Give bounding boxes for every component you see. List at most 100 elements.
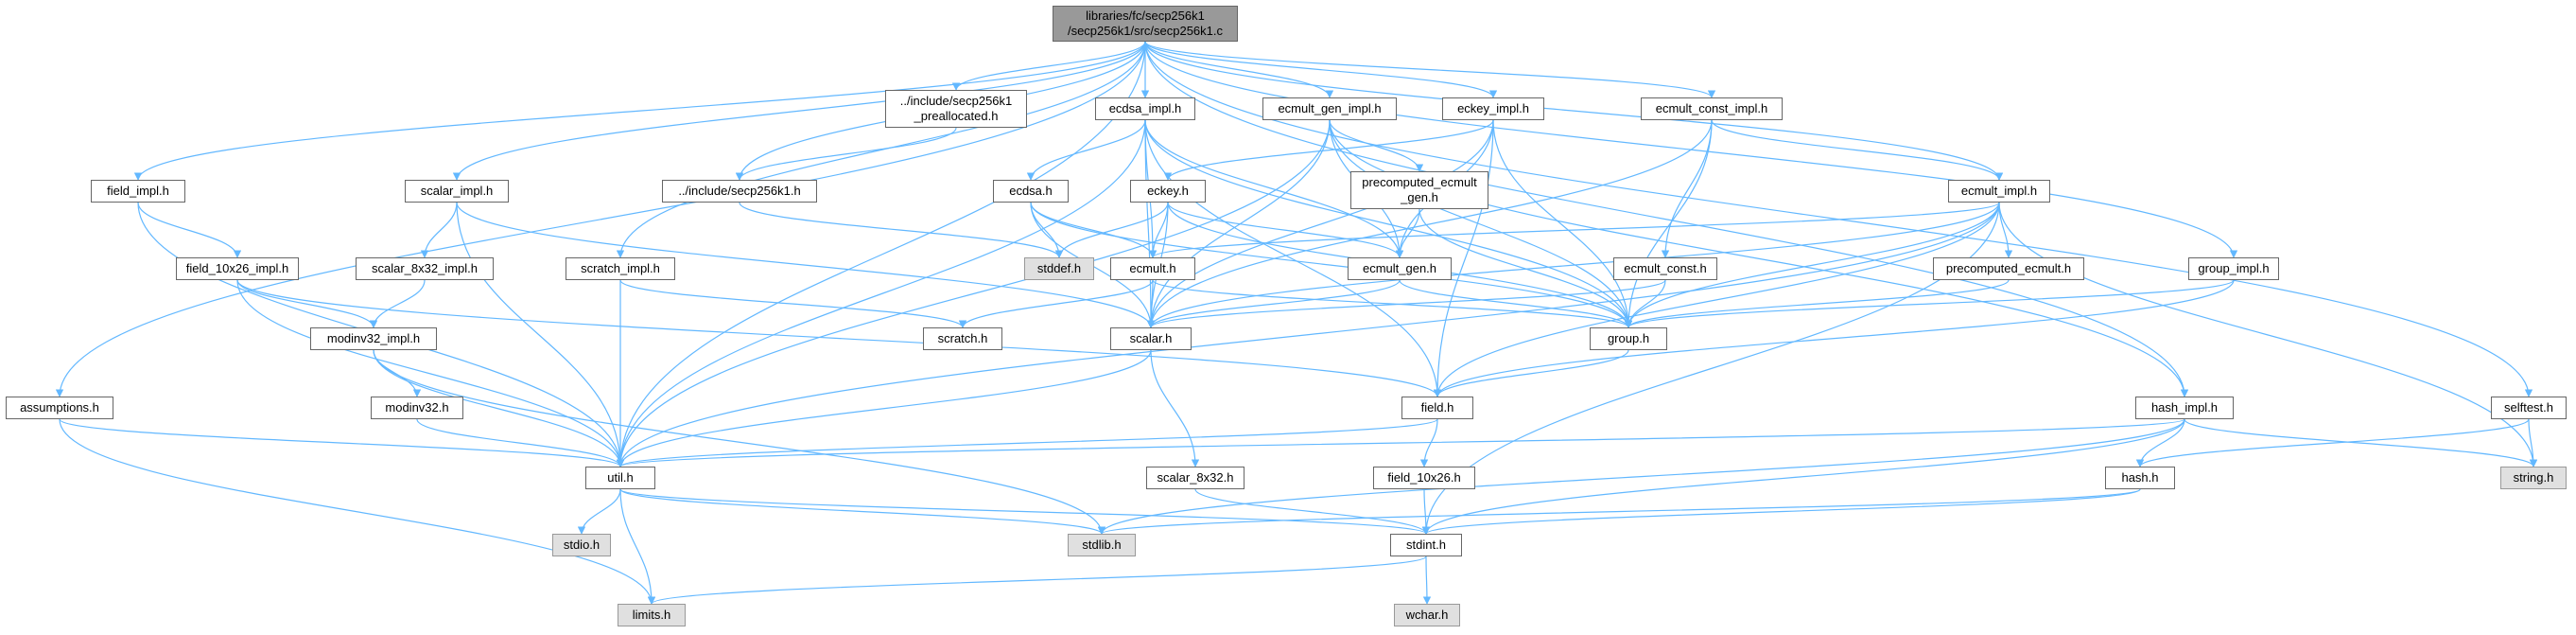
edge-root-to-group_impl_h	[1144, 41, 2238, 258]
node-label: stddef.h	[1036, 261, 1082, 275]
edge-selftest_h-to-hash_h	[2135, 418, 2530, 467]
node-label-line: /secp256k1/src/secp256k1.c	[1067, 24, 1224, 38]
node-scalar-h[interactable]: scalar.h	[1110, 327, 1192, 350]
edge-ecmult_impl_h-to-string_h	[1998, 202, 2538, 467]
node-stdint-h[interactable]: stdint.h	[1390, 534, 1462, 556]
node-stdlib-h[interactable]: stdlib.h	[1068, 534, 1136, 556]
node-label-line: _preallocated.h	[914, 109, 999, 123]
edge-ecdsa_impl_h-to-scalar_h	[1144, 119, 1156, 328]
edge-ecmult_gen_impl_h-to-hash_impl_h	[1329, 119, 2189, 397]
node-hash-impl-h[interactable]: hash_impl.h	[2135, 397, 2234, 419]
edge-ecmult_h-to-scratch_h	[958, 279, 1154, 328]
edge-root-to-ecmult_const_impl_h	[1144, 41, 1716, 98]
edge-group_h-to-field_h	[1433, 349, 1629, 397]
edge-hash_impl_h-to-util_h	[617, 418, 2185, 467]
edge-hash_impl_h-to-stdint_h	[1421, 418, 2185, 535]
edge-ecmult_gen_h-to-group_h	[1399, 279, 1633, 328]
node-label: stdio.h	[563, 538, 600, 552]
node-ecmult-h[interactable]: ecmult.h	[1110, 257, 1195, 280]
node-wchar-h[interactable]: wchar.h	[1394, 604, 1460, 626]
edge-scalar_8x32_impl_h-to-modinv32_impl_h	[369, 279, 426, 328]
node-scratch-impl-h[interactable]: scratch_impl.h	[566, 257, 675, 280]
node-group-h[interactable]: group.h	[1590, 327, 1667, 350]
node-modinv32-h[interactable]: modinv32.h	[371, 397, 463, 419]
node-ecmult-gen-impl-h[interactable]: ecmult_gen_impl.h	[1262, 97, 1397, 120]
node-selftest-h[interactable]: selftest.h	[2491, 397, 2567, 419]
edge-assumptions_h-to-limits_h	[59, 418, 656, 605]
edge-root-to-include_prealloc_h	[951, 41, 1146, 91]
node-precomputed-ecmult-gen-h[interactable]: precomputed_ecmult _gen.h	[1350, 171, 1488, 209]
node-assumptions-h[interactable]: assumptions.h	[6, 397, 113, 419]
node-scalar-8x32-h[interactable]: scalar_8x32.h	[1146, 467, 1244, 489]
node-label: field_10x26.h	[1387, 470, 1461, 485]
edge-eckey_h-to-stddef_h	[1054, 202, 1169, 258]
node-label: limits.h	[632, 608, 671, 622]
node-string-h[interactable]: string.h	[2500, 467, 2567, 489]
edge-field_10x26_h-to-stdint_h	[1421, 488, 1431, 535]
edge-ecmult_const_impl_h-to-ecmult_impl_h	[1711, 119, 2004, 181]
edge-ecdsa_h-to-ecmult_h	[1030, 202, 1157, 258]
node-label: ecmult_const_impl.h	[1655, 101, 1768, 115]
edge-modinv32_impl_h-to-stdlib_h	[373, 349, 1106, 535]
dependency-edges	[55, 41, 2538, 605]
node-limits-h[interactable]: limits.h	[618, 604, 686, 626]
node-util-h[interactable]: util.h	[585, 467, 655, 489]
node-label-line: precomputed_ecmult	[1362, 175, 1477, 189]
edge-ecmult_gen_impl_h-to-group_h	[1329, 119, 1633, 328]
edge-field_10x26_impl_h-to-util_h	[236, 279, 625, 467]
node-label: precomputed_ecmult.h	[1945, 261, 2072, 275]
node-scalar-8x32-impl-h[interactable]: scalar_8x32_impl.h	[356, 257, 494, 280]
edge-util_h-to-limits_h	[619, 488, 656, 605]
edge-field_10x26_impl_h-to-modinv32_impl_h	[236, 279, 378, 328]
edge-include_prealloc_h-to-include_secp256k1_h	[735, 127, 957, 181]
edge-root-to-field_impl_h	[133, 41, 1146, 181]
edge-ecdsa_impl_h-to-ecdsa_h	[1026, 119, 1146, 181]
edge-root-to-ecmult_impl_h	[1144, 41, 2004, 181]
node-ecdsa-h[interactable]: ecdsa.h	[993, 180, 1069, 203]
node-precomputed-ecmult-h[interactable]: precomputed_ecmult.h	[1933, 257, 2084, 280]
edge-group_impl_h-to-field_h	[1433, 279, 2235, 397]
edge-root-to-eckey_impl_h	[1144, 41, 1498, 98]
node-eckey-h[interactable]: eckey.h	[1130, 180, 1206, 203]
node-label: util.h	[607, 470, 634, 485]
node-include-secp256k1-h[interactable]: ../include/secp256k1.h	[662, 180, 817, 203]
node-ecmult-const-h[interactable]: ecmult_const.h	[1613, 257, 1717, 280]
node-field-10x26-h[interactable]: field_10x26.h	[1373, 467, 1475, 489]
node-group-impl-h[interactable]: group_impl.h	[2188, 257, 2279, 280]
node-label: ecdsa.h	[1009, 184, 1053, 198]
node-stdio-h[interactable]: stdio.h	[552, 534, 611, 556]
edge-scalar_h-to-util_h	[616, 349, 1152, 467]
node-eckey-impl-h[interactable]: eckey_impl.h	[1442, 97, 1544, 120]
node-include-secp256k1-preallocated-h[interactable]: ../include/secp256k1 _preallocated.h	[885, 90, 1027, 128]
edge-ecmult_impl_h-to-field_h	[1433, 202, 2000, 397]
node-secp256k1-c[interactable]: libraries/fc/secp256k1 /secp256k1/src/se…	[1053, 6, 1238, 42]
edge-util_h-to-stdint_h	[619, 488, 1430, 535]
node-modinv32-impl-h[interactable]: modinv32_impl.h	[310, 327, 437, 350]
edge-scratch_impl_h-to-scratch_h	[619, 279, 967, 328]
node-ecmult-const-impl-h[interactable]: ecmult_const_impl.h	[1641, 97, 1783, 120]
edge-root-to-scalar_impl_h	[452, 41, 1146, 181]
edge-ecmult_const_impl_h-to-group_h	[1624, 119, 1713, 328]
node-label: field_10x26_impl.h	[185, 261, 289, 275]
edge-scalar_impl_h-to-util_h	[456, 202, 625, 467]
node-scratch-h[interactable]: scratch.h	[923, 327, 1002, 350]
edge-field_10x26_impl_h-to-field_h	[236, 279, 1442, 397]
node-label: eckey.h	[1147, 184, 1189, 198]
node-field-impl-h[interactable]: field_impl.h	[91, 180, 185, 203]
node-field-h[interactable]: field.h	[1401, 397, 1473, 419]
edge-ecmult_const_h-to-scalar_h	[1146, 279, 1666, 328]
node-label-line: libraries/fc/secp256k1	[1086, 9, 1205, 23]
edge-hash_impl_h-to-stdlib_h	[1097, 418, 2185, 535]
edge-ecmult_impl_h-to-util_h	[616, 202, 2000, 467]
node-hash-h[interactable]: hash.h	[2105, 467, 2175, 489]
node-stddef-h[interactable]: stddef.h	[1024, 257, 1094, 280]
edge-eckey_h-to-ecmult_h	[1148, 202, 1169, 258]
node-ecmult-impl-h[interactable]: ecmult_impl.h	[1948, 180, 2050, 203]
node-field-10x26-impl-h[interactable]: field_10x26_impl.h	[176, 257, 299, 280]
edge-util_h-to-stdio_h	[577, 488, 621, 535]
node-ecmult-gen-h[interactable]: ecmult_gen.h	[1348, 257, 1452, 280]
node-ecdsa-impl-h[interactable]: ecdsa_impl.h	[1095, 97, 1195, 120]
node-label: ecmult_impl.h	[1960, 184, 2038, 198]
edge-stdint_h-to-wchar_h	[1422, 556, 1432, 605]
node-scalar-impl-h[interactable]: scalar_impl.h	[405, 180, 509, 203]
